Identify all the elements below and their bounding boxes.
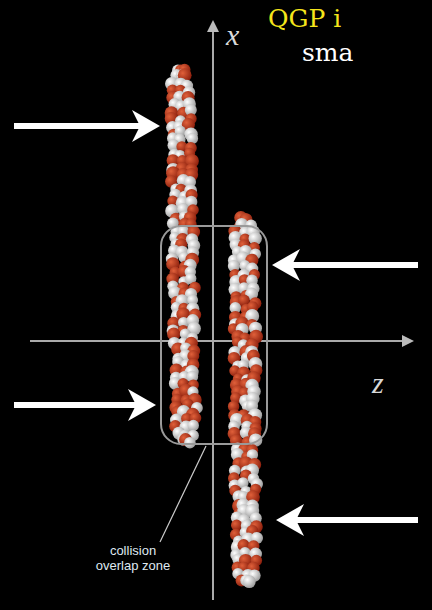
x-axis <box>212 22 214 600</box>
motion-arrows <box>14 110 418 536</box>
text-fragment: sma <box>302 38 353 67</box>
nucleus-left <box>165 64 203 449</box>
z-axis <box>30 340 412 342</box>
nucleus-right <box>228 211 263 588</box>
nucleon <box>243 575 256 588</box>
overlap-zone-outline <box>161 226 267 444</box>
axis-label: x <box>226 18 239 52</box>
axis-label: z <box>372 366 384 400</box>
nucleon <box>188 420 199 431</box>
nucleon <box>184 437 196 449</box>
callout-label: collision overlap zone <box>88 544 178 574</box>
leader-line <box>160 446 206 542</box>
heading-fragment: QGP i <box>268 4 341 33</box>
